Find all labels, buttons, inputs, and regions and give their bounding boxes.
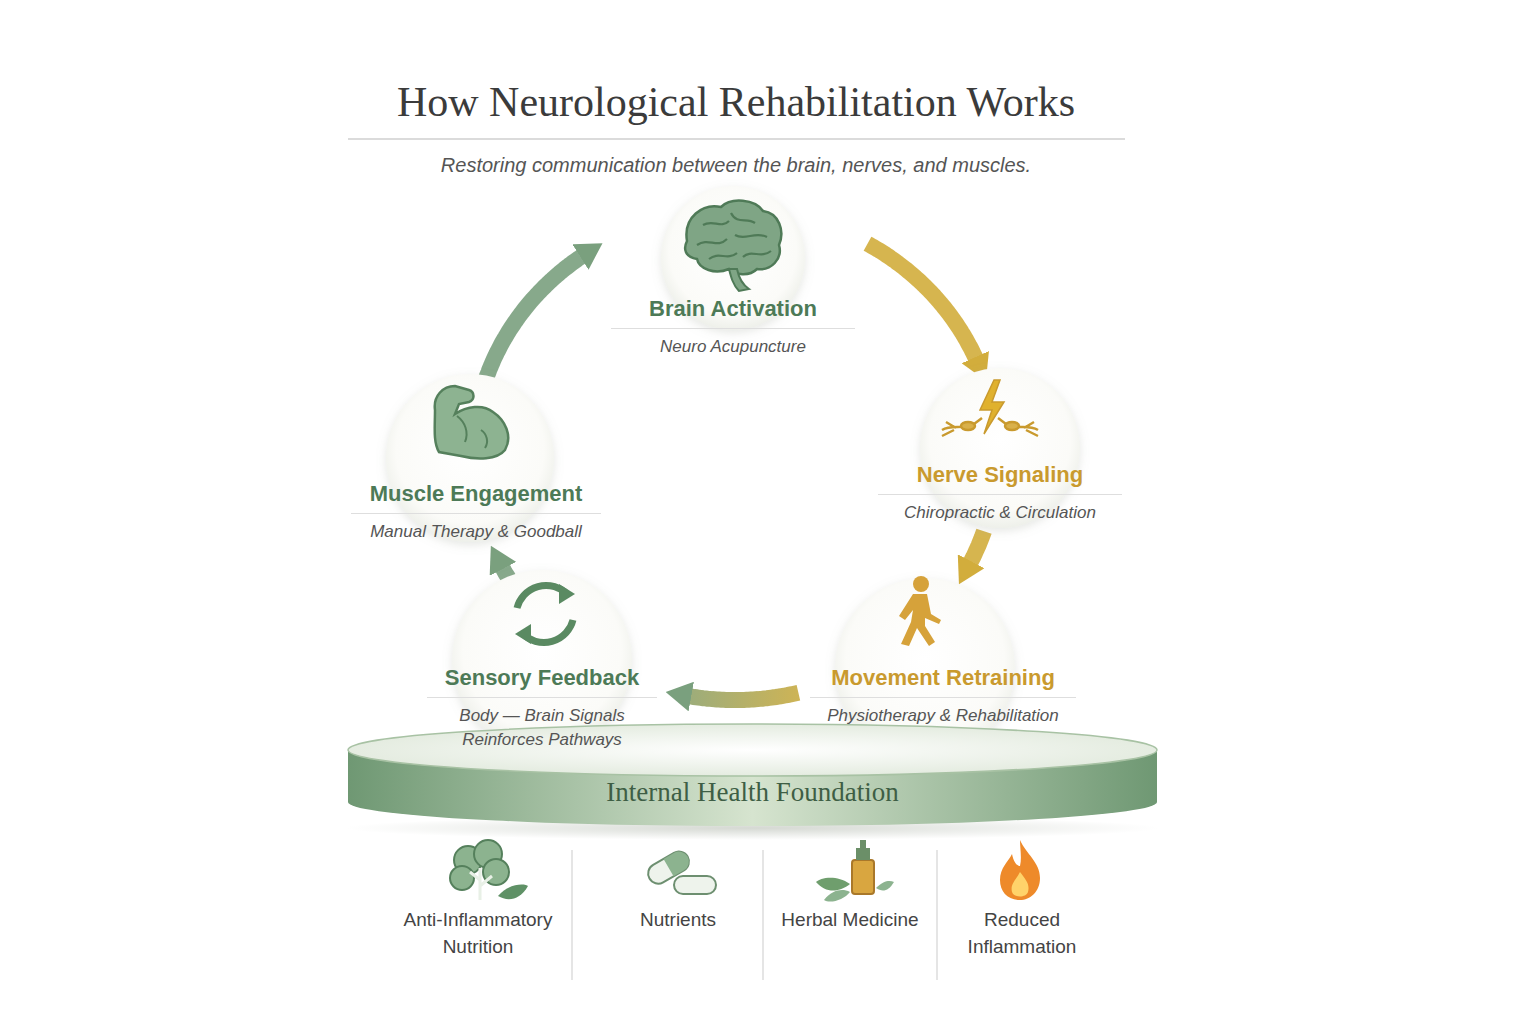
cycle-arrow [501, 565, 509, 578]
node-description: Neuro Acupuncture [605, 335, 861, 359]
capsule-icon [644, 848, 716, 894]
walking-icon [899, 576, 941, 646]
cycle-arrow [687, 693, 798, 700]
process-node: Sensory FeedbackBody — Brain Signals Rei… [421, 585, 663, 752]
node-description: Physiotherapy & Rehabilitation [804, 704, 1082, 728]
page-title: How Neurological Rehabilitation Works [0, 78, 1472, 126]
node-description: Body — Brain Signals Reinforces Pathways [421, 704, 663, 752]
herbal-bottle-icon [816, 840, 894, 902]
node-description: Chiropractic & Circulation [872, 501, 1128, 525]
flame-icon [1000, 840, 1040, 900]
cycle-icon [515, 584, 575, 644]
column-separator [571, 850, 573, 980]
nerve-icon [942, 380, 1038, 436]
column-separator [936, 850, 938, 980]
node-heading: Muscle Engagement [351, 481, 601, 514]
process-node: Brain ActivationNeuro Acupuncture [605, 200, 861, 359]
column-separator [762, 850, 764, 980]
title-rule [348, 138, 1125, 140]
node-halo [386, 374, 554, 542]
process-node: Nerve SignalingChiropractic & Circulatio… [872, 382, 1128, 525]
platform-label: Internal Health Foundation [345, 777, 1160, 808]
process-node: Movement RetrainingPhysiotherapy & Rehab… [804, 585, 1082, 728]
process-node: Muscle EngagementManual Therapy & Goodba… [345, 385, 607, 544]
node-heading: Movement Retraining [810, 665, 1076, 698]
foundation-label: Herbal Medicine [764, 907, 936, 934]
brain-icon [685, 201, 781, 291]
node-heading: Sensory Feedback [427, 665, 657, 698]
cycle-arrow [868, 244, 977, 361]
node-heading: Brain Activation [611, 296, 855, 329]
foundation-label: Nutrients [592, 907, 764, 934]
cycle-arrow [486, 255, 584, 378]
node-heading: Nerve Signaling [878, 462, 1122, 495]
cycle-arrow [969, 531, 984, 565]
foundation-label: Anti-Inflammatory Nutrition [392, 907, 564, 960]
page-caption: Restoring communication between the brai… [0, 154, 1472, 177]
muscle-icon [435, 386, 509, 458]
foundation-label: Reduced Inflammation [936, 907, 1108, 960]
node-description: Manual Therapy & Goodball [345, 520, 607, 544]
greens-icon [450, 840, 528, 900]
